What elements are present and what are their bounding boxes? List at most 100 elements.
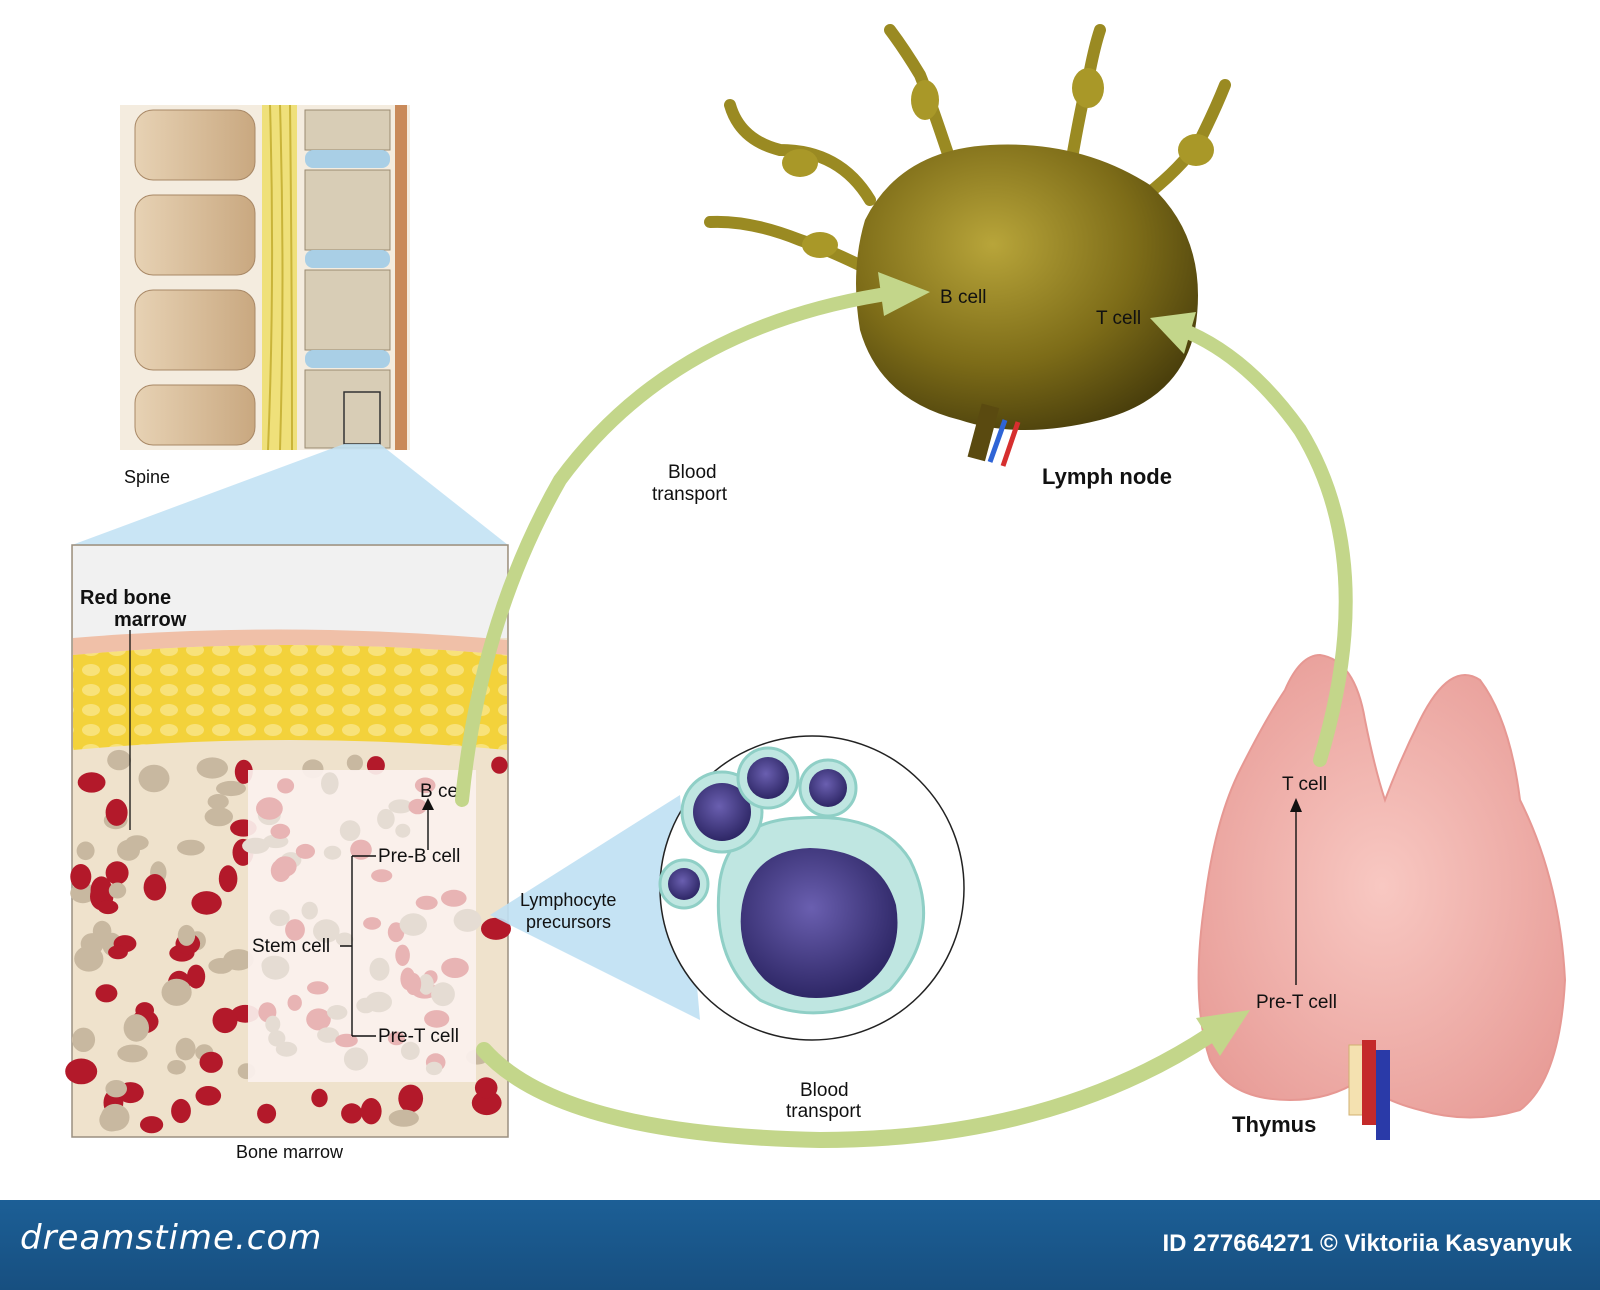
marrow-cell — [125, 835, 149, 851]
marrow-cell — [161, 978, 192, 1006]
marrow-cell — [135, 1002, 154, 1019]
image-credit: ID 277664271 © Viktoriia Kasyanyuk — [1162, 1230, 1573, 1257]
marrow-cell — [339, 820, 361, 841]
t-cell-thymus-label: T cell — [1282, 774, 1327, 795]
marrow-cell — [100, 1103, 130, 1131]
marrow-cell — [399, 913, 427, 936]
marrow-cell — [453, 908, 482, 932]
red-bone-marrow-label-line1: Red bone — [80, 587, 171, 609]
lymphocyte-precursors-label-line1: Lymphocyte — [520, 890, 616, 910]
marrow-cell — [415, 895, 438, 910]
marrow-cell — [76, 841, 95, 861]
marrow-cell — [307, 981, 329, 995]
marrow-cell — [123, 1014, 149, 1042]
marrow-cell — [377, 808, 395, 830]
marrow-cell — [167, 1060, 186, 1075]
marrow-cell — [341, 1103, 363, 1124]
red-bone-marrow-label-line2: marrow — [114, 609, 187, 631]
marrow-cell — [371, 869, 393, 883]
marrow-cell — [117, 1044, 148, 1063]
blood-transport-bottom-label-line1: Blood — [800, 1080, 849, 1101]
marrow-cell — [105, 861, 129, 885]
marrow-cell — [105, 1080, 127, 1098]
marrow-cell — [395, 823, 411, 838]
marrow-cell — [474, 1077, 498, 1099]
marrow-cell — [175, 1037, 196, 1061]
marrow-cell — [295, 843, 315, 859]
arrow-marrow-to-lymph-node — [455, 272, 930, 807]
marrow-cell — [388, 799, 413, 814]
arrow-thymus-to-lymph-node — [1150, 312, 1353, 767]
marrow-cell — [321, 772, 339, 795]
lymph-node-label: Lymph node — [1042, 464, 1172, 489]
marrow-cell — [335, 1033, 358, 1048]
blood-transport-bottom-label-line2: transport — [786, 1101, 862, 1122]
marrow-cell — [216, 780, 246, 797]
marrow-cell — [408, 798, 427, 815]
marrow-cell — [256, 797, 283, 820]
marrow-cell — [313, 919, 340, 943]
marrow-cell — [138, 764, 170, 793]
marrow-cell — [187, 964, 206, 989]
bone-marrow-panel — [65, 544, 511, 1138]
marrow-cell — [208, 958, 234, 974]
marrow-cell — [71, 1027, 96, 1053]
t-cell-node-label: T cell — [1096, 308, 1141, 329]
marrow-cell — [369, 957, 390, 981]
marrow-cell — [70, 864, 92, 890]
marrow-cell — [177, 924, 196, 946]
marrow-cell — [388, 1109, 419, 1127]
marrow-cell — [471, 1090, 502, 1116]
blood-transport-top-label-line1: Blood — [668, 462, 717, 483]
marrow-cell — [414, 777, 436, 794]
marrow-cell — [431, 982, 455, 1007]
marrow-cell — [275, 1041, 298, 1057]
marrow-cell — [317, 1027, 340, 1043]
marrow-cell — [207, 794, 229, 810]
marrow-cell — [177, 839, 205, 856]
marrow-cell — [356, 997, 376, 1014]
marrow-cell — [277, 778, 295, 794]
marrow-cell — [311, 1088, 328, 1108]
lymphocyte-development-diagram: Spine Red bone marrow B cell Pre-B cell … — [65, 24, 1567, 1162]
marrow-cells — [65, 749, 511, 1134]
marrow-cell — [199, 1051, 223, 1073]
lymphocyte-precursors-circle — [658, 735, 965, 1041]
marrow-cell — [398, 1084, 424, 1113]
brand-logo[interactable]: dreamstime.com — [20, 1218, 323, 1258]
stem-cell-label: Stem cell — [252, 936, 330, 957]
marrow-cell — [441, 957, 469, 979]
marrow-cell — [95, 984, 118, 1003]
precursor-zoom-wedge — [490, 795, 700, 1020]
marrow-cell — [395, 944, 410, 966]
pre-t-cell-marrow-label: Pre-T cell — [378, 1026, 459, 1047]
marrow-cell — [441, 889, 467, 907]
marrow-cell — [82, 949, 103, 968]
marrow-cell — [105, 798, 128, 826]
marrow-cell — [97, 900, 119, 915]
marrow-cell — [107, 749, 131, 771]
marrow-cell — [346, 754, 363, 772]
marrow-cell — [335, 932, 354, 947]
marrow-cell — [400, 1041, 420, 1060]
blood-transport-top-label-line2: transport — [652, 484, 728, 505]
marrow-cell — [491, 756, 508, 774]
marrow-cell — [268, 1030, 286, 1047]
marrow-cell — [261, 955, 288, 975]
pre-b-cell-label: Pre-B cell — [378, 846, 460, 867]
marrow-cell — [196, 757, 228, 779]
marrow-cell — [140, 1116, 164, 1134]
b-cell-marrow-label: B cell — [420, 781, 466, 802]
marrow-cell — [257, 1103, 277, 1124]
b-cell-node-label: B cell — [940, 287, 986, 308]
marrow-cell — [191, 891, 222, 915]
lymphocyte-precursors-label-line2: precursors — [526, 912, 611, 932]
marrow-cell — [481, 917, 511, 940]
thymus-illustration — [1197, 653, 1567, 1140]
arrow-marrow-to-thymus — [476, 1010, 1250, 1149]
marrow-cell — [273, 856, 297, 877]
spine-illustration — [120, 104, 410, 451]
marrow-cell — [343, 1047, 369, 1071]
marrow-cell — [242, 837, 270, 854]
marrow-cell — [204, 807, 233, 827]
